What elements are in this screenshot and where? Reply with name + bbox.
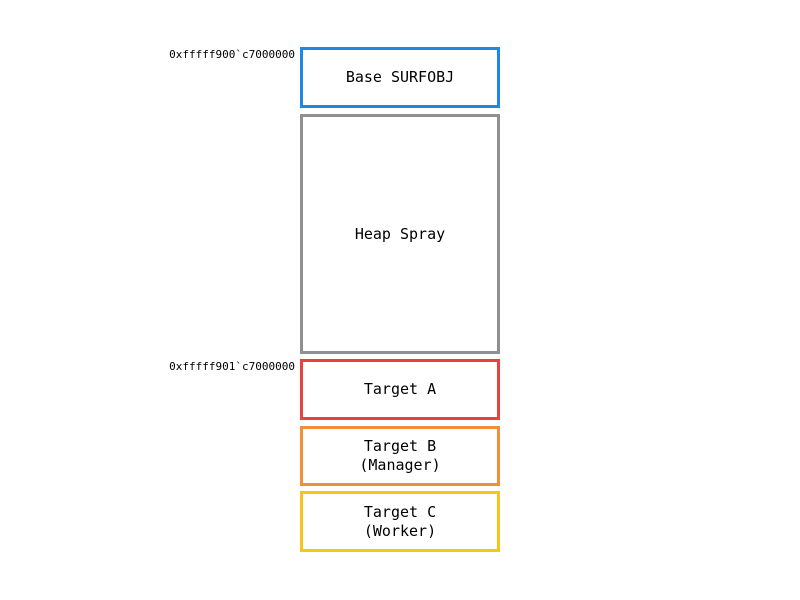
heap-spray-block: Heap Spray (300, 114, 500, 354)
base-address-label: 0xfffff900`c7000000 (169, 48, 295, 61)
base-surfobj-block: Base SURFOBJ (300, 47, 500, 108)
target-a-block: Target A (300, 359, 500, 420)
target-c-worker-block: Target C (Worker) (300, 491, 500, 552)
target-a-address-label: 0xfffff901`c7000000 (169, 360, 295, 373)
target-b-manager-block: Target B (Manager) (300, 426, 500, 486)
